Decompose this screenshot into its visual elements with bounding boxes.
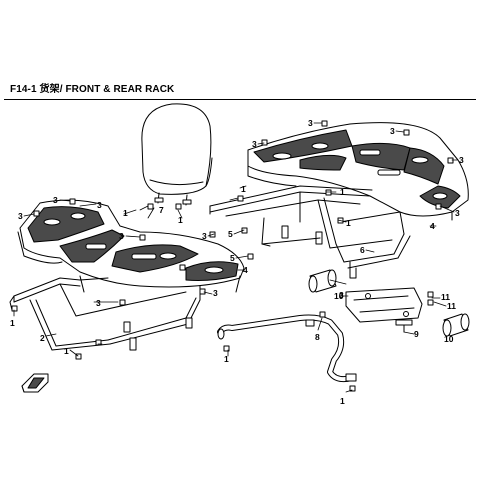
callout-3: 3 xyxy=(252,139,257,149)
callout-1: 1 xyxy=(340,187,345,197)
backrest xyxy=(141,103,213,206)
front-arrow-icon xyxy=(21,373,49,393)
callout-2: 2 xyxy=(40,333,45,343)
page-title: F14-1 货架/ FRONT & REAR RACK xyxy=(10,84,175,95)
callout-11: 11 xyxy=(441,292,450,302)
callout-3: 3 xyxy=(390,126,395,136)
callout-3: 3 xyxy=(202,231,207,241)
callout-4: 4 xyxy=(430,221,435,231)
callout-3: 3 xyxy=(308,118,313,128)
callout-1: 1 xyxy=(241,184,246,194)
callout-1: 1 xyxy=(64,346,69,356)
callout-11: 11 xyxy=(447,301,456,311)
callout-1: 1 xyxy=(10,318,15,328)
callout-1: 1 xyxy=(178,215,183,225)
callout-3: 3 xyxy=(53,195,58,205)
mount-bracket xyxy=(345,287,423,333)
callout-3: 3 xyxy=(339,290,344,300)
callout-3: 3 xyxy=(96,298,101,308)
callout-5: 5 xyxy=(230,253,235,263)
front-frame xyxy=(9,277,201,351)
callout-8: 8 xyxy=(315,332,320,342)
callout-7: 7 xyxy=(159,205,164,215)
header-bar: F14-1 货架/ FRONT & REAR RACK xyxy=(4,79,476,100)
bushing-right xyxy=(442,313,470,337)
rear-frame xyxy=(209,185,411,279)
callout-4: 4 xyxy=(243,265,248,275)
callout-1: 1 xyxy=(340,396,345,406)
callout-1: 1 xyxy=(346,218,351,228)
callout-3: 3 xyxy=(97,200,102,210)
callout-6: 6 xyxy=(360,245,365,255)
callout-9: 9 xyxy=(414,329,419,339)
callout-5: 5 xyxy=(228,229,233,239)
rear-rack xyxy=(247,122,469,221)
grab-bar xyxy=(217,314,357,383)
callout-3: 3 xyxy=(459,155,464,165)
callout-3: 3 xyxy=(213,288,218,298)
callout-1: 1 xyxy=(224,354,229,364)
callout-3: 3 xyxy=(455,208,460,218)
callout-10: 10 xyxy=(334,291,344,301)
callout-3: 3 xyxy=(119,231,124,241)
bushing-left xyxy=(308,269,337,293)
front-rack xyxy=(17,199,245,293)
callout-3: 3 xyxy=(18,211,23,221)
callout-labels: 3 3 3 3 3 3 3 3 3 3 3 3 3 4 4 5 5 6 7 8 … xyxy=(10,118,464,406)
callout-1: 1 xyxy=(123,208,128,218)
leader-lines xyxy=(13,122,459,393)
callout-10: 10 xyxy=(444,334,454,344)
fasteners xyxy=(11,120,454,392)
